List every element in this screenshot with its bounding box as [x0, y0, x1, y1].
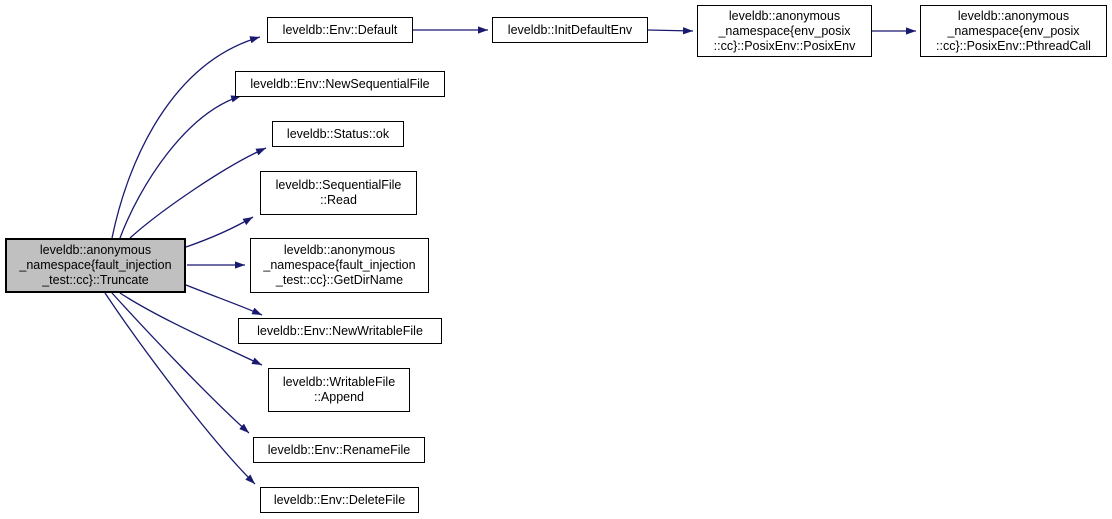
node-truncate-label: leveldb::anonymous _namespace{fault_inje…	[19, 243, 172, 287]
node-posix-env-posix-env[interactable]: leveldb::anonymous _namespace{env_posix …	[697, 5, 872, 57]
node-delete-file[interactable]: leveldb::Env::DeleteFile	[260, 487, 419, 513]
edge-truncate-to-env-default	[111, 36, 261, 239]
node-new-writable-file-label: leveldb::Env::NewWritableFile	[257, 323, 423, 338]
node-init-default-env[interactable]: leveldb::InitDefaultEnv	[492, 17, 648, 43]
node-posix-env-pthread-call-label: leveldb::anonymous _namespace{env_posix …	[936, 8, 1091, 53]
edge-truncate-to-status-ok	[129, 147, 267, 239]
node-writable-file-append[interactable]: leveldb::WritableFile ::Append	[268, 368, 410, 412]
edge-truncate-to-new-writable-file	[185, 284, 263, 316]
edge-truncate-to-delete-file	[104, 292, 256, 485]
node-new-writable-file[interactable]: leveldb::Env::NewWritableFile	[238, 318, 442, 344]
edge-truncate-to-new-sequential-file	[119, 95, 242, 239]
node-sequential-file-read-label: leveldb::SequentialFile ::Read	[275, 178, 402, 207]
edge-init-default-env-to-posix-env	[647, 27, 694, 35]
node-delete-file-label: leveldb::Env::DeleteFile	[273, 492, 406, 507]
node-env-default[interactable]: leveldb::Env::Default	[267, 17, 413, 43]
node-rename-file[interactable]: leveldb::Env::RenameFile	[253, 437, 425, 463]
node-posix-env-pthread-call[interactable]: leveldb::anonymous _namespace{env_posix …	[920, 5, 1107, 57]
node-get-dir-name[interactable]: leveldb::anonymous _namespace{fault_inje…	[250, 238, 429, 293]
node-status-ok[interactable]: leveldb::Status::ok	[272, 121, 404, 147]
node-get-dir-name-label: leveldb::anonymous _namespace{fault_inje…	[263, 243, 416, 287]
edge-truncate-to-writable-file-append	[119, 292, 263, 366]
node-posix-env-posix-env-label: leveldb::anonymous _namespace{env_posix …	[713, 8, 856, 53]
node-env-default-label: leveldb::Env::Default	[282, 22, 398, 37]
node-truncate: leveldb::anonymous _namespace{fault_inje…	[5, 238, 186, 293]
node-new-sequential-file[interactable]: leveldb::Env::NewSequentialFile	[235, 71, 445, 97]
node-sequential-file-read[interactable]: leveldb::SequentialFile ::Read	[260, 171, 417, 215]
node-status-ok-label: leveldb::Status::ok	[286, 126, 390, 141]
node-init-default-env-label: leveldb::InitDefaultEnv	[507, 22, 633, 37]
node-rename-file-label: leveldb::Env::RenameFile	[267, 442, 411, 457]
node-writable-file-append-label: leveldb::WritableFile ::Append	[282, 375, 396, 404]
node-new-sequential-file-label: leveldb::Env::NewSequentialFile	[250, 76, 430, 91]
edge-truncate-to-rename-file	[111, 292, 250, 434]
edge-truncate-to-sequential-file-read	[185, 216, 254, 248]
